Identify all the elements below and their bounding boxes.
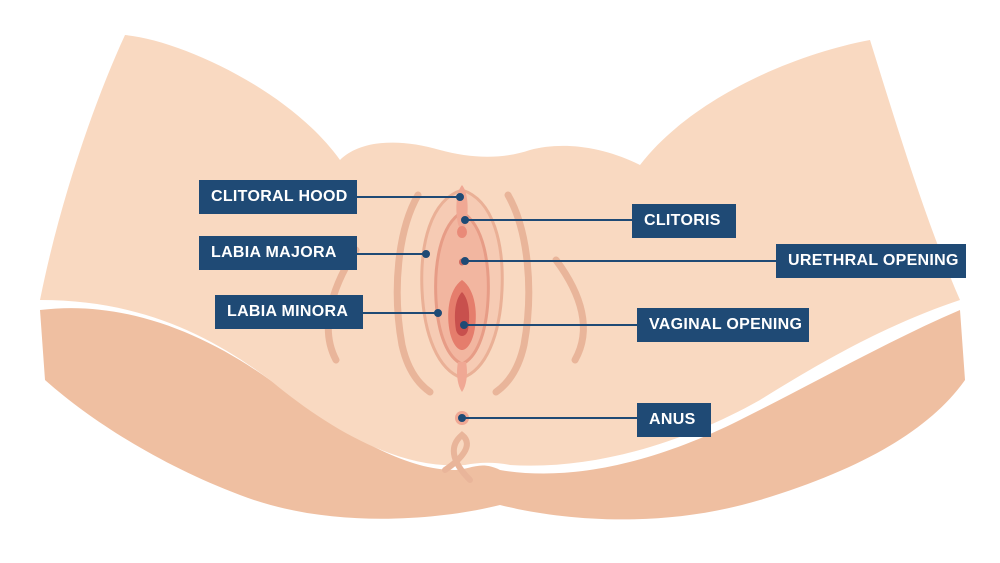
- label-urethral-opening: URETHRAL OPENING: [776, 244, 966, 278]
- leader-dot-clitoris: [461, 216, 469, 224]
- leader-dot-vaginal-opening: [460, 321, 468, 329]
- label-clitoral-hood: CLITORAL HOOD: [199, 180, 357, 214]
- thigh-fold-left-inner: [393, 191, 434, 396]
- label-labia-minora: LABIA MINORA: [215, 295, 363, 329]
- label-anus: ANUS: [637, 403, 711, 437]
- clitoris-shape: [457, 226, 467, 238]
- label-labia-majora: LABIA MAJORA: [199, 236, 357, 270]
- leader-dot-labia-minora: [434, 309, 442, 317]
- body-shadow: [40, 308, 965, 520]
- buttock-crease: [442, 431, 473, 483]
- leader-dot-anus: [458, 414, 466, 422]
- leader-dot-labia-majora: [422, 250, 430, 258]
- leader-dot-clitoral-hood: [456, 193, 464, 201]
- leader-dot-urethral-opening: [461, 257, 469, 265]
- label-vaginal-opening: VAGINAL OPENING: [637, 308, 809, 342]
- label-clitoris: CLITORIS: [632, 204, 736, 238]
- thigh-fold-right-outer: [552, 256, 587, 364]
- perineum-tail: [457, 362, 467, 392]
